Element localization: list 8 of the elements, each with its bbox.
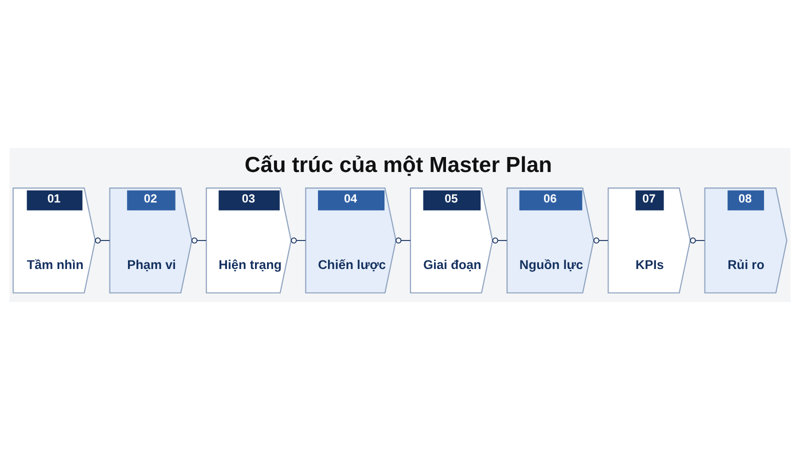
connector bbox=[290, 237, 306, 244]
connector bbox=[593, 237, 608, 244]
connector bbox=[492, 237, 508, 244]
diagram-title: Cấu trúc của một Master Plan bbox=[244, 152, 552, 177]
connector bbox=[94, 237, 110, 244]
connector bbox=[191, 237, 207, 244]
connector bbox=[395, 237, 411, 244]
connector bbox=[690, 237, 706, 244]
